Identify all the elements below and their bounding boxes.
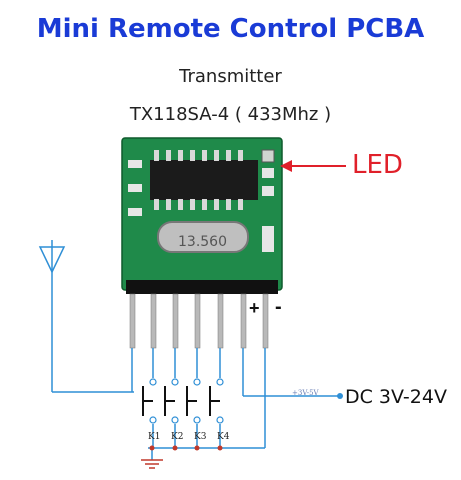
power-label: DC 3V-24V bbox=[345, 386, 447, 408]
header-pins bbox=[129, 293, 269, 349]
pcb-board bbox=[121, 137, 283, 294]
key-switches bbox=[142, 386, 220, 416]
led-component bbox=[261, 149, 275, 163]
led-arrow-icon bbox=[280, 160, 346, 172]
subtitle: Transmitter bbox=[179, 66, 282, 87]
page-title: Mini Remote Control PCBA bbox=[36, 14, 425, 44]
crystal-oscillator bbox=[157, 221, 249, 253]
circuit-wires bbox=[131, 348, 338, 460]
power-terminal bbox=[337, 393, 343, 399]
voltage-small-label: +3V-5V bbox=[292, 389, 319, 397]
led-label: LED bbox=[352, 150, 403, 180]
crystal-label: 13.560 bbox=[178, 234, 227, 250]
ground-icon bbox=[141, 459, 163, 469]
key-label-k1: K1 bbox=[148, 432, 161, 442]
ic-chip bbox=[150, 160, 258, 200]
key-label-k3: K3 bbox=[194, 432, 207, 442]
plus-label: + bbox=[249, 298, 260, 318]
antenna-icon bbox=[38, 240, 134, 393]
key-label-k4: K4 bbox=[217, 432, 230, 442]
minus-label: - bbox=[275, 296, 282, 318]
key-label-k2: K2 bbox=[171, 432, 184, 442]
model-label: TX118SA-4 ( 433Mhz ) bbox=[129, 104, 332, 125]
